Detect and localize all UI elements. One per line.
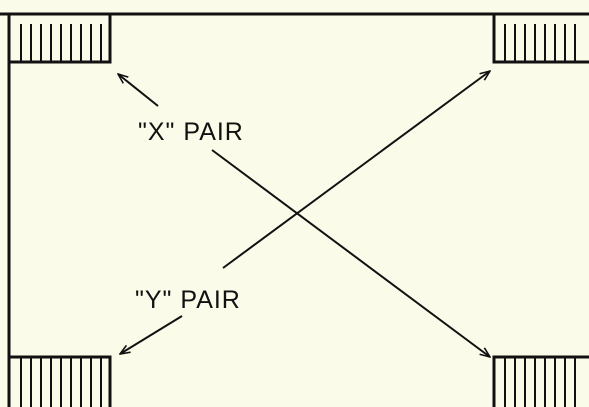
x-pair-arrow-to-bottom-right [211,149,490,357]
y-pair-arrow-to-bottom-left [120,315,183,354]
corner-pad-top-right [492,12,589,64]
corner-pad-bottom-right [492,355,589,407]
corner-pad-bottom-left [7,355,112,407]
corner-pad-top-left [7,12,112,64]
y-pair-label: "Y" PAIR [135,286,241,314]
x-pair-label: "X" PAIR [138,118,244,146]
x-pair-arrow-to-top-left [118,74,159,107]
y-pair-arrow-to-top-right [222,71,490,269]
